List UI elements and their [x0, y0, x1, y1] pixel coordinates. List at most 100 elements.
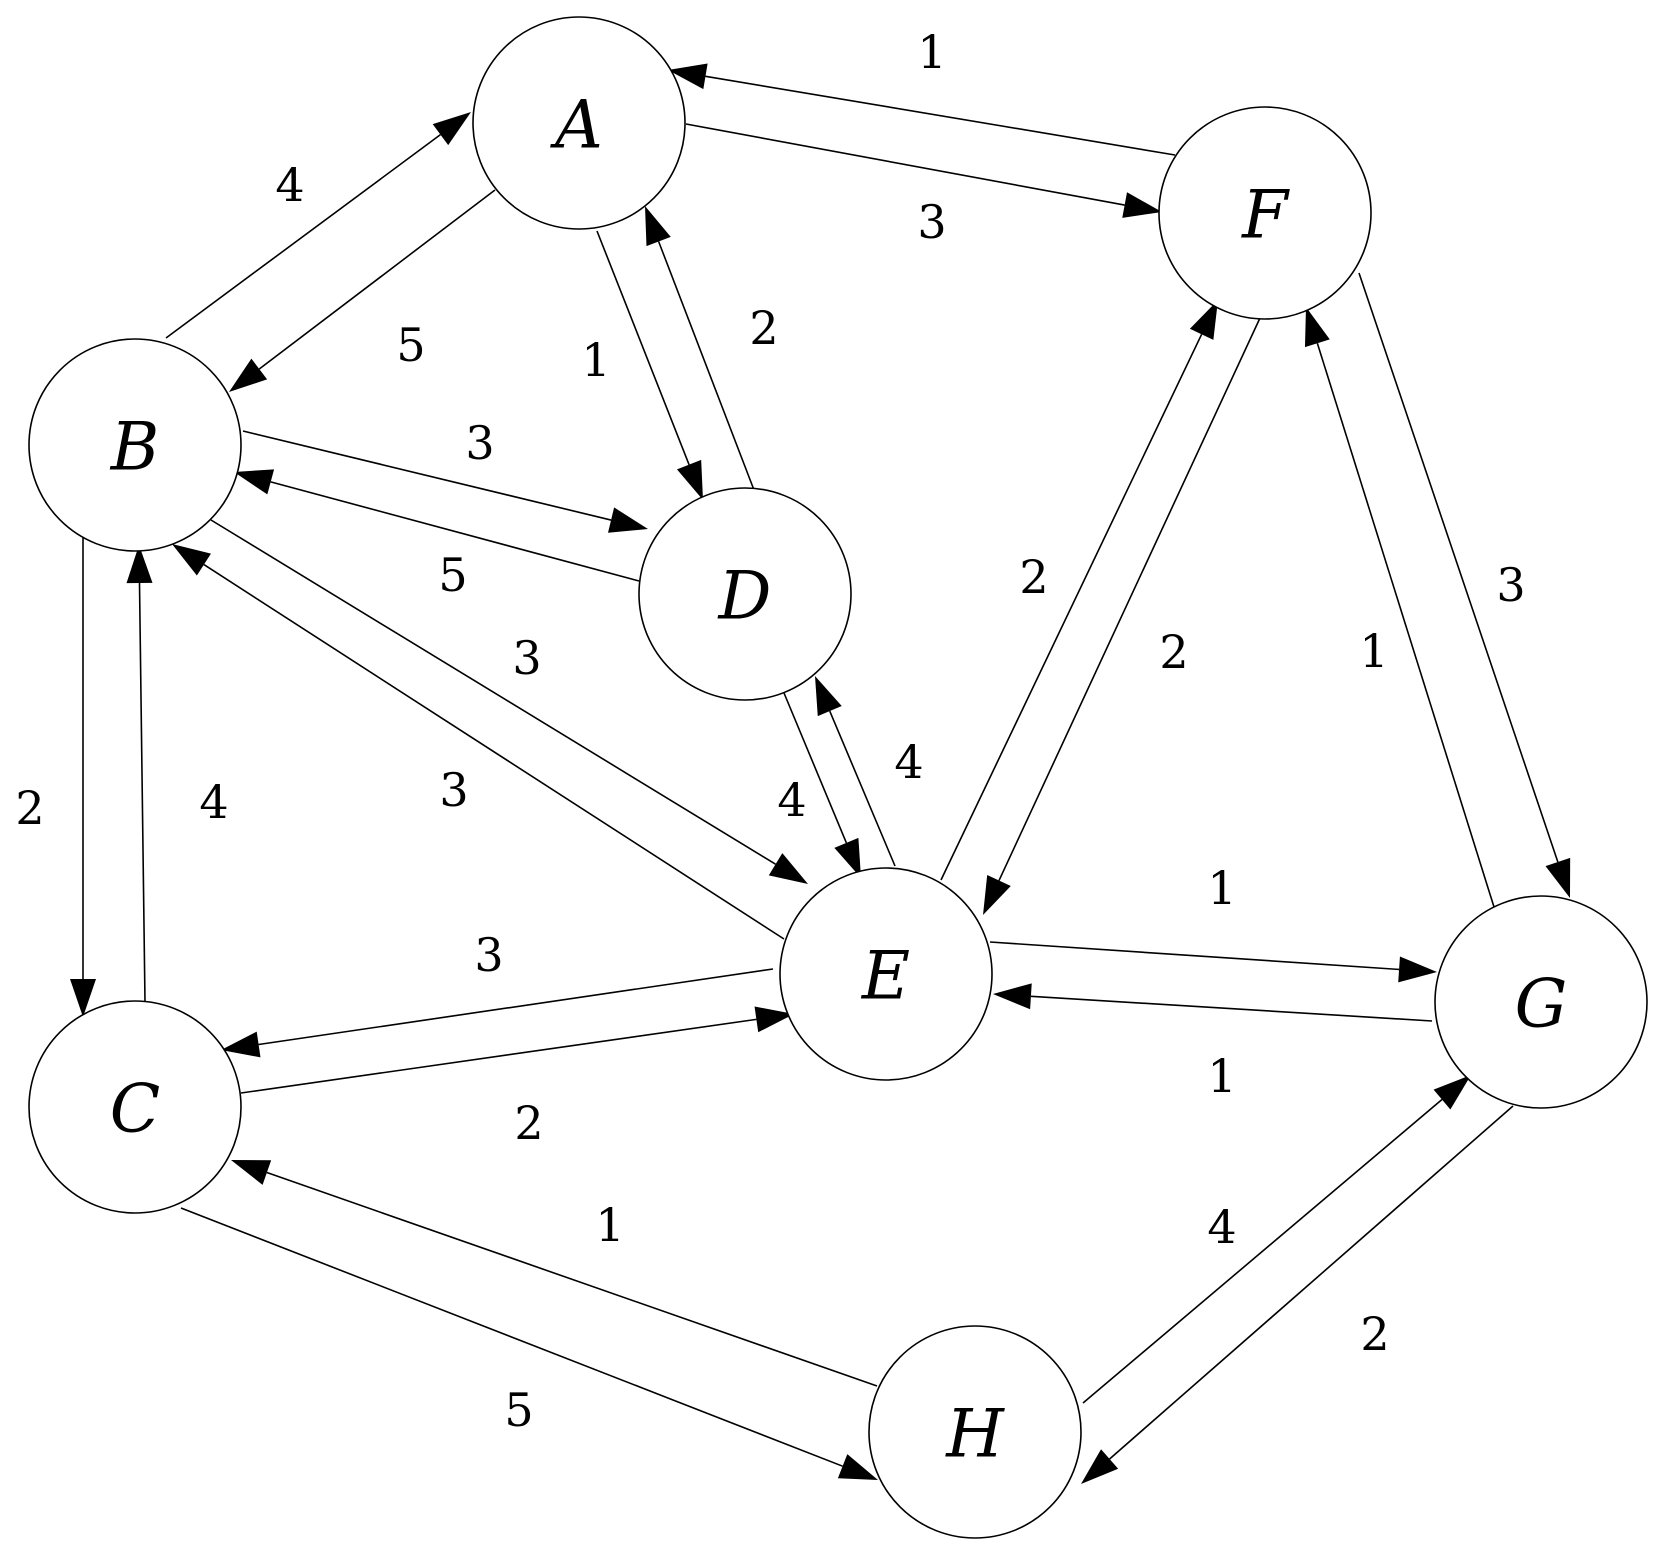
edge-line — [940, 333, 1203, 881]
edge-weight-label: 1 — [595, 1198, 624, 1252]
arrowhead — [221, 1031, 261, 1058]
node-g: G — [1434, 895, 1648, 1109]
edge-line — [685, 123, 1125, 206]
edge-line — [165, 133, 441, 339]
node-h: H — [868, 1325, 1082, 1539]
edge-e-to-b: 3 — [172, 544, 785, 940]
edge-line — [783, 692, 848, 844]
arrowhead — [1081, 1449, 1119, 1484]
edge-weight-label: 1 — [581, 333, 610, 387]
arrowhead — [834, 837, 861, 878]
edge-weight-label: 3 — [917, 195, 946, 249]
edge-g-to-f: 1 — [1304, 307, 1495, 908]
edge-c-to-b: 4 — [126, 545, 229, 1003]
edge-weight-label: 3 — [465, 416, 494, 470]
edge-line — [258, 968, 774, 1046]
edge-line — [829, 710, 896, 867]
edge-a-to-f: 3 — [685, 123, 1162, 249]
edge-e-to-f: 2 — [940, 300, 1218, 881]
node-circle — [472, 16, 686, 230]
node-label: A — [549, 87, 603, 164]
edge-g-to-h: 2 — [1081, 1105, 1514, 1484]
node-e: E — [779, 867, 993, 1081]
edge-weight-label: 2 — [749, 301, 778, 355]
edge-f-to-g: 3 — [1358, 272, 1571, 898]
edge-line — [203, 563, 785, 940]
edge-weight-label: 2 — [514, 1096, 543, 1150]
arrowhead — [234, 469, 275, 495]
arrowhead — [126, 545, 153, 584]
edge-d-to-b: 5 — [234, 469, 640, 602]
edge-weight-label: 3 — [474, 928, 503, 982]
edge-e-to-g: 1 — [989, 861, 1437, 983]
node-label: F — [1241, 177, 1290, 254]
edge-b-to-a: 4 — [165, 112, 471, 339]
edge-line — [266, 1171, 878, 1387]
edge-line — [1316, 343, 1495, 908]
arrowhead — [983, 875, 1011, 915]
edge-weight-label: 2 — [1360, 1307, 1389, 1361]
edge-h-to-g: 4 — [1082, 1075, 1471, 1404]
edge-a-to-d: 1 — [581, 230, 703, 500]
arrowhead — [1122, 192, 1162, 218]
arrowhead — [815, 676, 842, 717]
node-circle — [28, 338, 242, 552]
edge-weight-label: 5 — [504, 1383, 533, 1437]
edge-c-to-h: 5 — [180, 1207, 878, 1480]
edge-d-to-e: 4 — [777, 692, 861, 878]
edge-weight-label: 3 — [1496, 558, 1525, 612]
node-label: D — [718, 558, 772, 635]
edge-d-to-a: 2 — [645, 206, 779, 491]
edge-line — [596, 230, 690, 465]
edge-b-to-d: 3 — [242, 416, 648, 533]
node-circle — [1158, 106, 1372, 320]
edge-line — [210, 519, 776, 865]
node-label: H — [945, 1396, 1005, 1473]
node-label: C — [110, 1071, 161, 1148]
edge-weight-label: 4 — [777, 773, 806, 827]
arrowhead — [432, 112, 471, 146]
edge-weight-label: 1 — [1207, 1049, 1236, 1103]
edge-a-to-b: 5 — [229, 189, 496, 392]
edge-weight-label: 4 — [199, 775, 228, 829]
node-circle — [779, 867, 993, 1081]
edge-weight-label: 1 — [917, 25, 946, 79]
node-d: D — [638, 487, 852, 701]
edge-line — [1358, 272, 1559, 863]
nodes-layer: A B C D E F G H — [28, 16, 1648, 1539]
edge-line — [270, 481, 640, 582]
node-circle — [1434, 895, 1648, 1109]
arrowhead — [1433, 1075, 1471, 1110]
node-label: B — [110, 409, 160, 486]
node-f: F — [1158, 106, 1372, 320]
node-circle — [868, 1325, 1082, 1539]
edge-h-to-c: 1 — [231, 1160, 878, 1387]
node-label: E — [861, 938, 910, 1015]
edge-c-to-e: 2 — [240, 1006, 794, 1150]
edge-weight-label: 5 — [438, 548, 467, 602]
edge-weight-label: 4 — [894, 735, 923, 789]
node-circle — [28, 1000, 242, 1214]
edge-weight-label: 1 — [1207, 861, 1236, 915]
arrowhead — [645, 206, 671, 247]
edge-line — [138, 582, 146, 1003]
edge-line — [657, 241, 755, 491]
arrowhead — [993, 983, 1032, 1010]
arrowhead — [668, 63, 708, 90]
edge-e-to-d: 4 — [815, 676, 924, 867]
arrowhead — [229, 358, 268, 392]
node-circle — [638, 487, 852, 701]
edge-weight-label: 4 — [1207, 1200, 1236, 1254]
edge-weight-label: 2 — [1159, 625, 1188, 679]
edge-weight-label: 2 — [15, 781, 44, 835]
edge-line — [705, 75, 1176, 156]
edge-b-to-e: 3 — [210, 519, 808, 884]
arrowhead — [1545, 857, 1571, 898]
arrowhead — [676, 459, 703, 500]
edge-f-to-a: 1 — [668, 25, 1176, 156]
node-c: C — [28, 1000, 242, 1214]
edge-g-to-e: 1 — [993, 983, 1433, 1103]
edge-line — [240, 1018, 757, 1094]
